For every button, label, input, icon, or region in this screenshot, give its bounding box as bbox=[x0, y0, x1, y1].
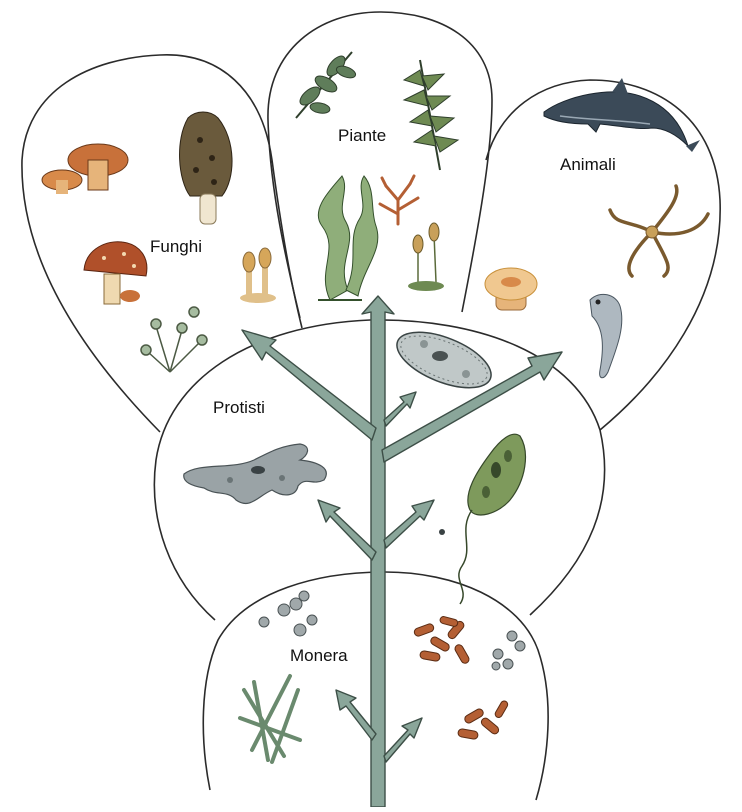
amoeba-icon bbox=[184, 444, 327, 504]
region-piante bbox=[268, 12, 492, 318]
euglena-icon bbox=[439, 434, 525, 604]
coral-icon bbox=[380, 176, 418, 224]
mushroom-icon bbox=[42, 144, 128, 194]
evolution-tree bbox=[242, 296, 562, 807]
label-protisti: Protisti bbox=[213, 398, 265, 417]
branch-right-twig bbox=[384, 392, 416, 426]
branch-left-small-2 bbox=[336, 690, 376, 740]
larva-icon bbox=[590, 294, 622, 377]
slime-mold-icon bbox=[240, 248, 276, 303]
fern-icon bbox=[404, 60, 458, 170]
branch-right-small-2 bbox=[384, 718, 422, 762]
moss-icon bbox=[408, 223, 444, 291]
branch-right-small-1 bbox=[384, 500, 434, 548]
label-funghi: Funghi bbox=[150, 237, 202, 256]
branch-funghi bbox=[242, 330, 376, 440]
label-monera: Monera bbox=[290, 646, 348, 665]
leaf-branch-icon bbox=[296, 52, 357, 118]
label-piante: Piante bbox=[338, 126, 386, 145]
filament-bacteria-icon bbox=[240, 676, 300, 762]
bacilli-icon bbox=[413, 616, 509, 740]
seaweed-icon bbox=[318, 176, 378, 300]
branch-left-small-1 bbox=[318, 500, 376, 560]
morel-icon bbox=[180, 112, 233, 224]
dolphin-icon bbox=[544, 78, 700, 152]
mold-icon bbox=[141, 307, 207, 372]
sea-anemone-icon bbox=[485, 268, 537, 310]
toadstool-icon bbox=[84, 242, 147, 304]
label-animali: Animali bbox=[560, 155, 616, 174]
starfish-icon bbox=[610, 186, 708, 276]
